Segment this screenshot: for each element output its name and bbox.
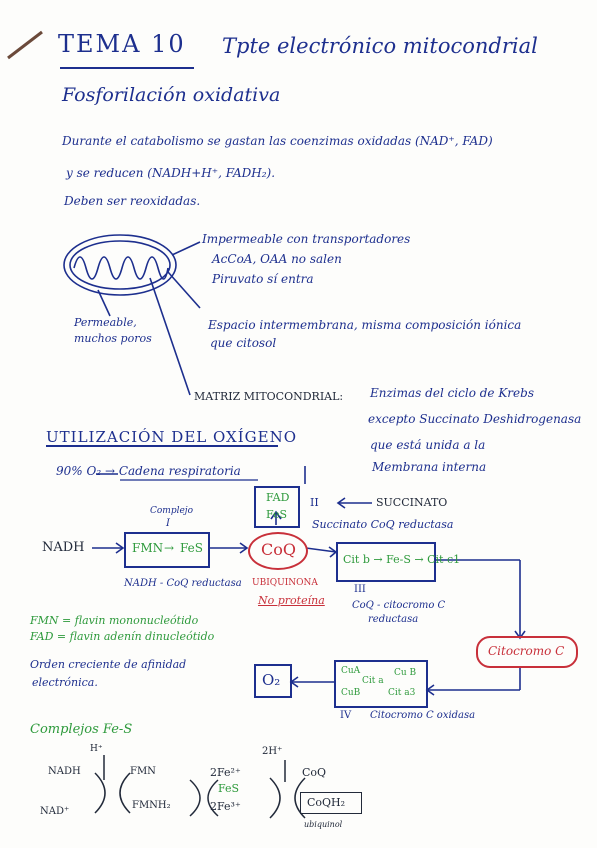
ubiquinona-label: UBIQUINONA — [252, 578, 318, 588]
note-orden-1: Orden creciente de afinidad — [30, 658, 187, 671]
complex-iv-name: Citocromo C oxidasa — [370, 710, 476, 721]
fes-coqh2: CoQH₂ — [307, 796, 346, 809]
mito-espacio-1: Espacio intermembrana, misma composición… — [208, 318, 522, 332]
fes-fmn: FMN — [130, 766, 156, 777]
page-title: Tpte electrónico mitocondrial — [222, 34, 538, 58]
fes-coq: CoQ — [302, 766, 327, 779]
intro-line-2: y se reducen (NADH+H⁺, FADH₂). — [66, 166, 276, 180]
tema-number: TEMA 10 — [58, 30, 186, 58]
complex-iv-box: CuA CuB Cit a Cu B Cit a3 — [334, 660, 428, 708]
complex-ii-fes: FeS — [266, 508, 288, 521]
mito-permeable-2: muchos poros — [74, 332, 152, 345]
complex-iv-cub: CuB — [341, 688, 361, 698]
fes-fe3: 2Fe³⁺ — [210, 800, 241, 813]
complex-ii-fad: FAD — [266, 491, 290, 504]
complex-iii-number: III — [354, 584, 366, 595]
oxigeno-line: 90% O₂ → Cadena respiratoria — [56, 464, 241, 478]
fes-coqh2-box: CoQH₂ — [300, 792, 362, 814]
complex-i-fes: FeS — [180, 541, 203, 555]
complex-iii-name-1: CoQ - citocromo C — [352, 600, 446, 611]
fes-heading: Complejos Fe-S — [30, 722, 133, 737]
complex-iv-cita3: Cit a3 — [388, 688, 416, 698]
succinato-label: SUCCINATO — [376, 496, 448, 509]
mito-label-3: Piruvato sí entra — [212, 272, 314, 286]
mito-label-2: AcCoA, OAA no salen — [212, 252, 342, 266]
mito-espacio-2: que citosol — [210, 336, 277, 350]
fes-nadh: NADH — [48, 766, 81, 777]
note-fad: FAD = flavin adenín dinucleótido — [30, 630, 215, 643]
mito-label-1: Impermeable con transportadores — [202, 232, 411, 246]
fes-fe2: 2Fe²⁺ — [210, 766, 241, 779]
fes-nad: NAD⁺ — [40, 806, 70, 817]
mitochondrion-icon — [63, 234, 201, 396]
complex-i-box: FMN → FeS — [124, 532, 210, 568]
mito-matriz-4: Membrana interna — [372, 460, 487, 474]
note-fmn: FMN = flavin mononucleótido — [30, 614, 199, 627]
note-orden-2: electrónica. — [32, 676, 98, 689]
o2-label: O₂ — [262, 671, 281, 689]
fes-2h: 2H⁺ — [262, 746, 283, 757]
mito-matriz-3: que está unida a la — [370, 438, 486, 452]
nadh-label: NADH — [42, 540, 85, 555]
citocromo-c-label: Citocromo C — [488, 644, 565, 658]
coq-ellipse: CoQ — [248, 532, 308, 570]
complex-iii-box: Cit b → Fe-S → Cit c1 — [336, 542, 460, 582]
mito-matriz-1: Enzimas del ciclo de Krebs — [370, 386, 534, 400]
complejo-i-number: I — [166, 518, 170, 529]
pencil-mark — [7, 30, 43, 60]
complex-ii-number: II — [310, 496, 319, 509]
complex-i-name: NADH - CoQ reductasa — [124, 578, 242, 589]
complex-ii-box: FAD FeS — [254, 486, 300, 528]
complex-ii-name: Succinato CoQ reductasa — [312, 518, 454, 531]
intro-line-3: Deben ser reoxidadas. — [64, 194, 201, 208]
complejo-i-label: Complejo — [150, 506, 194, 516]
citocromo-c-pill: Citocromo C — [476, 636, 578, 668]
mito-matriz-2: excepto Succinato Deshidrogenasa — [368, 412, 582, 426]
complex-iii-content: Cit b → Fe-S → Cit c1 — [343, 553, 461, 566]
no-proteina-label: No proteína — [258, 594, 325, 607]
complex-iv-number: IV — [340, 710, 352, 721]
fes-fmnh2: FMNH₂ — [132, 800, 171, 811]
chain-arrows — [92, 466, 526, 696]
complex-iv-cub2: Cu B — [394, 668, 417, 678]
coq-label: CoQ — [261, 540, 296, 559]
o2-box: O₂ — [254, 664, 292, 698]
fes-ubiquinol: ubiquinol — [304, 820, 343, 829]
intro-line-1: Durante el catabolismo se gastan las coe… — [62, 134, 493, 148]
complex-iv-cua: CuA — [341, 666, 361, 676]
mito-matriz-label: MATRIZ MITOCONDRIAL: — [194, 390, 344, 403]
fes-h: H⁺ — [90, 744, 103, 754]
fes-reaction-arcs — [94, 755, 306, 819]
complex-iv-cita: Cit a — [362, 676, 384, 686]
page-subtitle: Fosforilación oxidativa — [62, 84, 281, 106]
fes-fes: FeS — [218, 782, 240, 795]
mito-permeable-1: Permeable, — [74, 316, 137, 329]
complex-iii-name-2: reductasa — [368, 614, 419, 625]
complex-i-fmn: FMN — [132, 541, 164, 555]
oxigeno-heading: UTILIZACIÓN DEL OXÍGENO — [46, 428, 298, 446]
